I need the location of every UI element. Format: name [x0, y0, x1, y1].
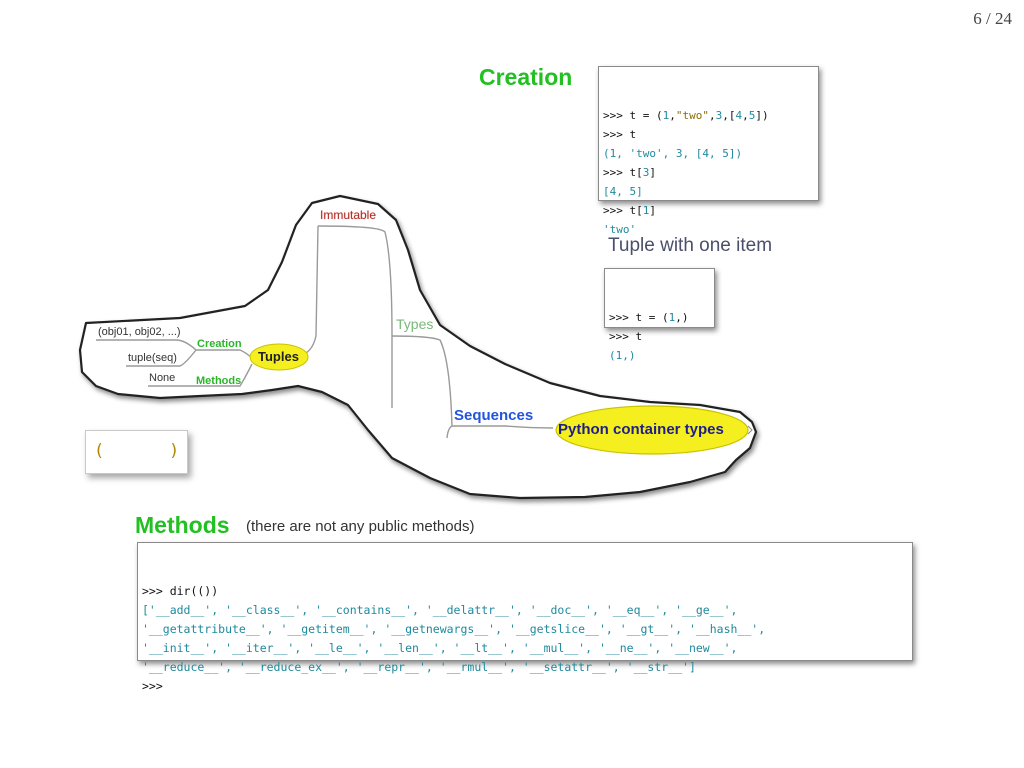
methods-code: >>> dir(()) ['__add__', '__class__', '__c…: [142, 582, 908, 696]
code-token: ]: [649, 204, 656, 217]
code-line: [4, 5]: [603, 182, 814, 201]
code-token: 5: [748, 109, 756, 122]
tuples-node-shape: [249, 343, 309, 371]
methods-note: (there are not any public methods): [246, 518, 475, 535]
code-token: >>> t[: [603, 204, 643, 217]
code-token: ]: [649, 166, 656, 179]
code-token: '__init__', '__iter__', '__le__', '__len…: [142, 641, 738, 655]
code-token: ,[: [722, 109, 736, 122]
code-token: >>> t: [609, 330, 643, 343]
code-line: '__getattribute__', '__getitem__', '__ge…: [142, 620, 908, 639]
page-number: 6 / 24: [973, 9, 1012, 28]
one-item-heading: Tuple with one item: [608, 235, 773, 256]
creation-branch-label: Creation: [197, 338, 242, 350]
code-token: 1: [662, 109, 670, 122]
code-token: ['__add__', '__class__', '__contains__',…: [142, 603, 738, 617]
one-item-code: >>> t = (1,) >>> t (1,): [609, 308, 710, 365]
code-token: [4, 5]: [603, 185, 643, 198]
code-token: '__getattribute__', '__getitem__', '__ge…: [142, 622, 766, 636]
code-line: >>> t: [609, 327, 710, 346]
code-token: >>> t = (: [609, 311, 669, 324]
code-token: >>> t = (: [603, 109, 663, 122]
types-label: Types: [396, 316, 434, 332]
code-token: ,: [742, 109, 749, 122]
code-token: '__reduce__', '__reduce_ex__', '__repr__…: [142, 660, 696, 674]
code-token: 'two': [603, 223, 637, 236]
code-token: (1,): [609, 349, 636, 362]
code-token: >>>: [142, 679, 163, 693]
root-label: Python container types: [558, 421, 724, 438]
code-token: ]): [755, 109, 769, 122]
one-item-code-box: >>> t = (1,) >>> t (1,): [604, 268, 715, 362]
code-line: 'two': [603, 220, 814, 239]
code-token: 3: [642, 166, 650, 179]
code-token: 3: [715, 109, 723, 122]
code-token: ,: [708, 109, 716, 122]
code-token: ,: [669, 109, 676, 122]
methods-heading: Methods: [135, 512, 230, 538]
root-node-shape: [555, 405, 749, 455]
empty-tuple-box: ( ): [85, 430, 188, 474]
code-token: 4: [735, 109, 743, 122]
code-line: '__reduce__', '__reduce_ex__', '__repr__…: [142, 658, 908, 677]
code-token: "two": [675, 109, 709, 122]
code-line: ['__add__', '__class__', '__contains__',…: [142, 601, 908, 620]
immutable-label: Immutable: [320, 208, 377, 222]
code-token: >>> dir(()): [142, 584, 219, 598]
code-line: >>> t = (1,"two",3,[4,5]): [603, 106, 814, 125]
empty-tuple-open: (: [94, 441, 105, 461]
code-line: >>> dir(()): [142, 582, 908, 601]
code-line: (1,): [609, 346, 710, 365]
code-token: >>> t: [603, 128, 637, 141]
code-line: (1, 'two', 3, [4, 5]): [603, 144, 814, 163]
tuples-label: Tuples: [258, 349, 299, 364]
creation-code: >>> t = (1,"two",3,[4,5])>>> t(1, 'two',…: [603, 106, 814, 239]
code-line: >>> t = (1,): [609, 308, 710, 327]
leaf-tuple-seq-label: tuple(seq): [128, 352, 177, 364]
methods-code-box: >>> dir(()) ['__add__', '__class__', '__c…: [137, 542, 913, 693]
code-line: >>> t[1]: [603, 201, 814, 220]
methods-branch-label: Methods: [196, 375, 242, 387]
leaf-obj-list-label: (obj01, obj02, ...): [98, 326, 181, 338]
code-token: >>> t[: [603, 166, 643, 179]
code-token: ,): [675, 311, 689, 324]
leaf-none-label: None: [149, 372, 176, 384]
code-line: >>> t: [603, 125, 814, 144]
code-token: 1: [668, 311, 676, 324]
creation-heading: Creation: [479, 64, 573, 90]
code-line: >>>: [142, 677, 908, 696]
empty-tuple-close: ): [169, 441, 180, 461]
sequences-label: Sequences: [454, 407, 534, 424]
code-token: 1: [642, 204, 650, 217]
code-token: (1, 'two', 3, [4, 5]): [603, 147, 743, 160]
code-line: '__init__', '__iter__', '__le__', '__len…: [142, 639, 908, 658]
creation-code-box: >>> t = (1,"two",3,[4,5])>>> t(1, 'two',…: [598, 66, 819, 236]
code-line: >>> t[3]: [603, 163, 814, 182]
